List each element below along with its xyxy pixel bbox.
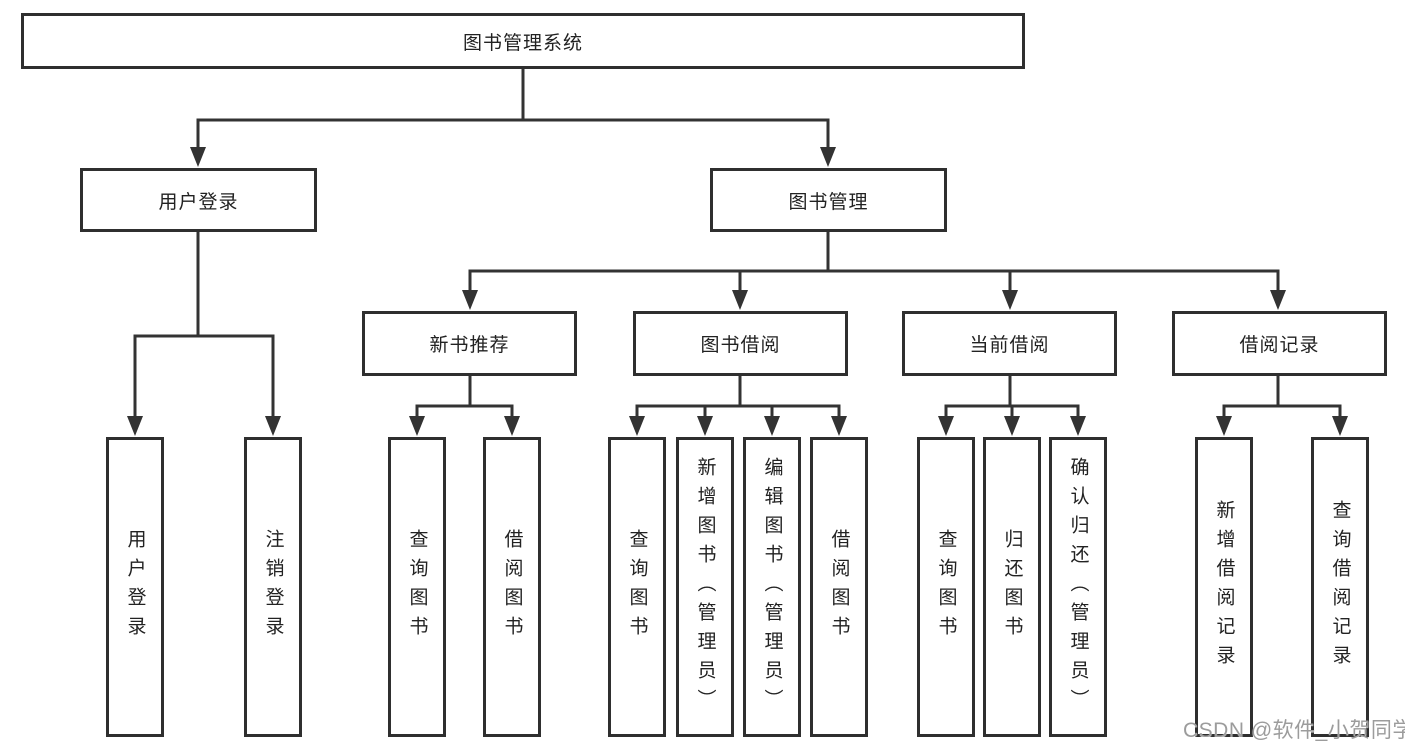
leaf-label: 查询图书 [626,529,648,645]
node-label: 图书管理系统 [462,32,583,54]
node-label: 当前借阅 [969,335,1050,356]
node-label: 图书管理 [788,191,869,213]
leaf-query-book-recommend: 查询图书 [388,437,446,737]
node-root-system: 图书管理系统 [21,13,1025,69]
leaf-user-login: 用户登录 [106,437,164,737]
leaf-return-book: 归还图书 [983,437,1041,737]
arrowheads [127,147,1348,436]
leaf-label: 新增借阅记录 [1213,500,1235,674]
leaf-borrow-book-recommend: 借阅图书 [483,437,541,737]
leaf-add-borrow-record: 新增借阅记录 [1195,437,1253,737]
leaf-label: 归还图书 [1001,529,1023,645]
leaf-label: 查询图书 [935,529,957,645]
leaf-logout: 注销登录 [244,437,302,737]
leaf-query-book-current: 查询图书 [917,437,975,737]
leaf-query-book-borrow: 查询图书 [608,437,666,737]
node-label: 新书推荐 [429,335,510,356]
leaf-label: 查询图书 [406,529,428,645]
leaf-label: 用户登录 [124,529,146,645]
leaf-label: 借阅图书 [828,529,850,645]
leaf-query-borrow-record: 查询借阅记录 [1311,437,1369,737]
leaf-label: 编辑图书（管理员） [761,456,783,718]
node-label: 借阅记录 [1239,335,1320,356]
leaf-label: 确认归还（管理员） [1067,456,1089,718]
leaf-edit-book-admin: 编辑图书（管理员） [743,437,801,737]
node-user-login: 用户登录 [80,168,317,232]
node-borrow-record: 借阅记录 [1172,311,1387,376]
leaf-label: 借阅图书 [501,529,523,645]
csdn-watermark: CSDN @软件_小贺同学 [1183,719,1405,742]
node-book-management: 图书管理 [710,168,947,232]
node-label: 用户登录 [158,191,239,213]
leaf-confirm-return-admin: 确认归还（管理员） [1049,437,1107,737]
leaf-add-book-admin: 新增图书（管理员） [676,437,734,737]
tree-edges [133,67,1342,419]
leaf-label: 查询借阅记录 [1329,500,1351,674]
node-label: 图书借阅 [700,335,781,356]
node-book-borrow: 图书借阅 [633,311,848,376]
leaf-label: 新增图书（管理员） [694,456,716,718]
leaf-borrow-book: 借阅图书 [810,437,868,737]
leaf-label: 注销登录 [262,529,284,645]
node-new-book-recommend: 新书推荐 [362,311,577,376]
node-current-borrow: 当前借阅 [902,311,1117,376]
